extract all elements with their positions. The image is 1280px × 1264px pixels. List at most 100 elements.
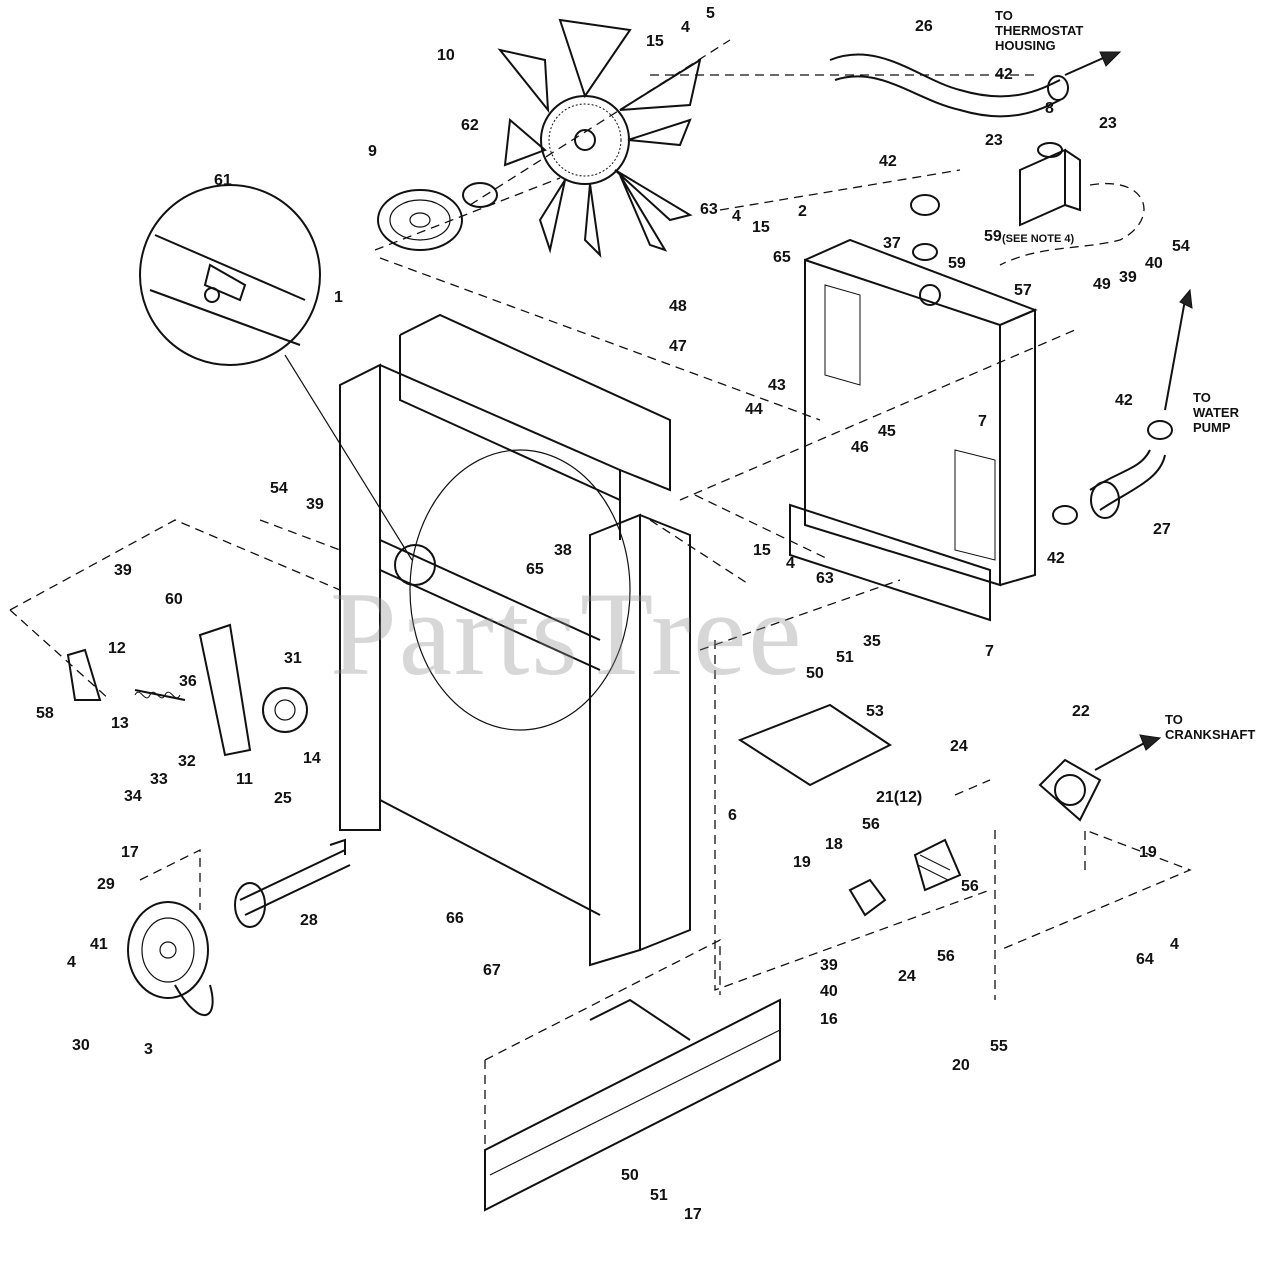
callout-10: 10: [437, 47, 455, 64]
callout-4: 4: [67, 954, 76, 971]
callout-39: 39: [306, 496, 324, 513]
lower-brackets-drawing: [714, 640, 1192, 1000]
note-line: TO: [1165, 712, 1183, 727]
note-to-crankshaft: TO CRANKSHAFT: [1165, 712, 1255, 742]
hoses-drawing: [829, 53, 1173, 525]
note-line: WATER: [1193, 405, 1239, 420]
callout-34: 34: [124, 788, 142, 805]
callout-65: 65: [526, 561, 544, 578]
callout-6: 6: [728, 807, 737, 824]
callout-22: 22: [1072, 703, 1090, 720]
base-rail-drawing: [484, 938, 781, 1212]
callout-43: 43: [768, 377, 786, 394]
overflow-tank-drawing: [999, 142, 1145, 266]
callout-42: 42: [1115, 392, 1133, 409]
callout-24: 24: [950, 738, 968, 755]
callout-39: 39: [114, 562, 132, 579]
callout-50: 50: [621, 1167, 639, 1184]
callout-4: 4: [732, 208, 741, 225]
callout-42: 42: [995, 66, 1013, 83]
radiator-frame-drawing: [339, 313, 691, 967]
callout-51: 51: [836, 649, 854, 666]
callout-7: 7: [985, 643, 994, 660]
fan-pulley-drawing: [377, 182, 498, 251]
callout-42: 42: [879, 153, 897, 170]
callout-50: 50: [806, 665, 824, 682]
callout-23: 23: [985, 132, 1003, 149]
callout-20: 20: [952, 1057, 970, 1074]
callout-19: 19: [1139, 844, 1157, 861]
callout-32: 32: [178, 753, 196, 770]
note-line: HOUSING: [995, 38, 1056, 53]
direction-arrows: [1064, 51, 1193, 771]
note-see-note-4: (SEE NOTE 4): [1002, 233, 1075, 245]
callout-49: 49: [1093, 276, 1111, 293]
callout-65: 65: [773, 249, 791, 266]
fan-drawing: [497, 18, 702, 258]
callout-3: 3: [144, 1041, 153, 1058]
callout-63: 63: [700, 201, 718, 218]
callout-31: 31: [284, 650, 302, 667]
callout-38: 38: [554, 542, 572, 559]
radiator-drawing: [789, 238, 1038, 622]
callout-23: 23: [1099, 115, 1117, 132]
callout-8: 8: [1045, 100, 1054, 117]
callout-19: 19: [793, 854, 811, 871]
note-line: TO: [1193, 390, 1211, 405]
callout-56: 56: [937, 948, 955, 965]
callout-4: 4: [681, 19, 690, 36]
callout-2: 2: [798, 203, 807, 220]
callout-33: 33: [150, 771, 168, 788]
callout-60: 60: [165, 591, 183, 608]
tensioner-drawing: [9, 519, 341, 757]
note-to-thermostat-housing: TO THERMOSTAT HOUSING: [995, 8, 1083, 53]
callout-62: 62: [461, 117, 479, 134]
note-line: TO: [995, 8, 1013, 23]
callout-37: 37: [883, 235, 901, 252]
callout-41: 41: [90, 936, 108, 953]
callout-45: 45: [878, 423, 896, 440]
callout-39: 39: [820, 957, 838, 974]
callout-40: 40: [1145, 255, 1163, 272]
callout-64: 64: [1136, 951, 1154, 968]
callout-54: 54: [1172, 238, 1190, 255]
callout-17: 17: [684, 1206, 702, 1223]
callout-15: 15: [752, 219, 770, 236]
callout-57: 57: [1014, 282, 1032, 299]
callout-18: 18: [825, 836, 843, 853]
callout-48: 48: [669, 298, 687, 315]
callout-44: 44: [745, 401, 763, 418]
callout-47: 47: [669, 338, 687, 355]
callout-16: 16: [820, 1011, 838, 1028]
callout-39: 39: [1119, 269, 1137, 286]
callout-63: 63: [816, 570, 834, 587]
callout-14: 14: [303, 750, 321, 767]
callout-56: 56: [961, 878, 979, 895]
callout-5: 5: [706, 5, 715, 22]
callout-51: 51: [650, 1187, 668, 1204]
callout-21-12: 21(12): [876, 789, 923, 806]
callout-27: 27: [1153, 521, 1171, 538]
callout-25: 25: [274, 790, 292, 807]
note-line: PUMP: [1193, 420, 1231, 435]
callout-9: 9: [368, 143, 377, 160]
callout-54: 54: [270, 480, 288, 497]
drive-pulley-drawing: [127, 838, 351, 1017]
callout-26: 26: [915, 18, 933, 35]
callout-4: 4: [1170, 936, 1179, 953]
callout-15: 15: [646, 33, 664, 50]
callout-15: 15: [753, 542, 771, 559]
callout-59: 59: [948, 255, 966, 272]
callout-1: 1: [334, 289, 343, 306]
callout-12: 12: [108, 640, 126, 657]
callout-58: 58: [36, 705, 54, 722]
callout-56: 56: [862, 816, 880, 833]
callout-67: 67: [483, 962, 501, 979]
callout-24: 24: [898, 968, 916, 985]
callout-53: 53: [866, 703, 884, 720]
callout-42: 42: [1047, 550, 1065, 567]
callout-7: 7: [978, 413, 987, 430]
callout-36: 36: [179, 673, 197, 690]
callout-4: 4: [786, 555, 795, 572]
callout-35: 35: [863, 633, 881, 650]
